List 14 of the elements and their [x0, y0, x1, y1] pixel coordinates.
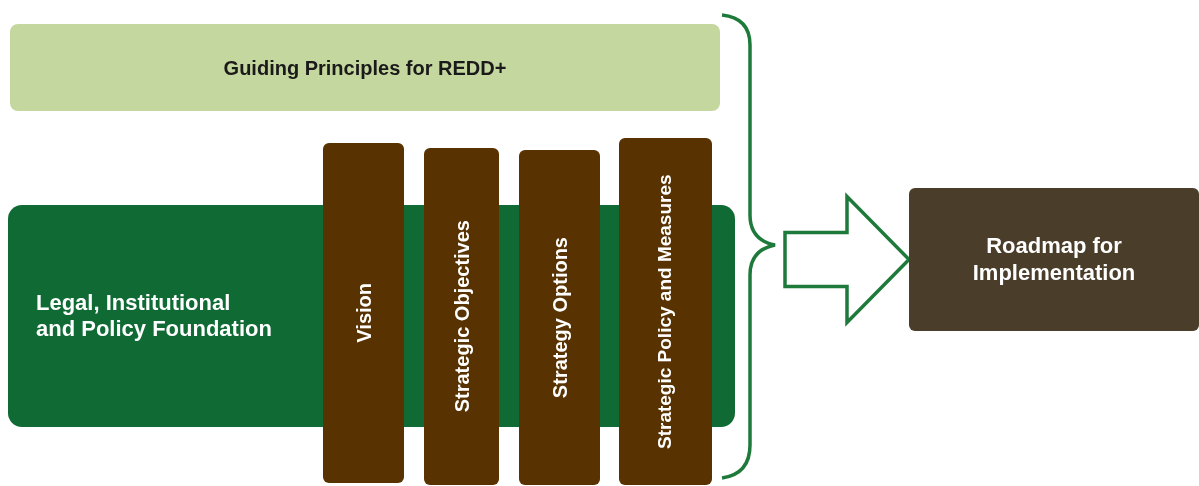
box-label: Strategic Objectives [449, 220, 474, 413]
pillar-bar [619, 138, 712, 485]
pillar-bar [323, 143, 404, 483]
box-label: Guiding Principles for REDD+ [223, 55, 507, 80]
block-arrow [783, 192, 912, 327]
principles-banner [10, 24, 720, 111]
pillar-bar [424, 148, 499, 485]
box-label: Legal, Institutional and Policy Foundation [36, 289, 273, 343]
box-label: Roadmap for Implementation [971, 233, 1137, 286]
roadmap-box [909, 188, 1199, 331]
box-label: Strategic Policy and Measures [654, 173, 677, 451]
box-label: Strategy Options [547, 236, 572, 399]
box-label: Vision [351, 283, 376, 343]
pillar-bar [519, 150, 600, 485]
